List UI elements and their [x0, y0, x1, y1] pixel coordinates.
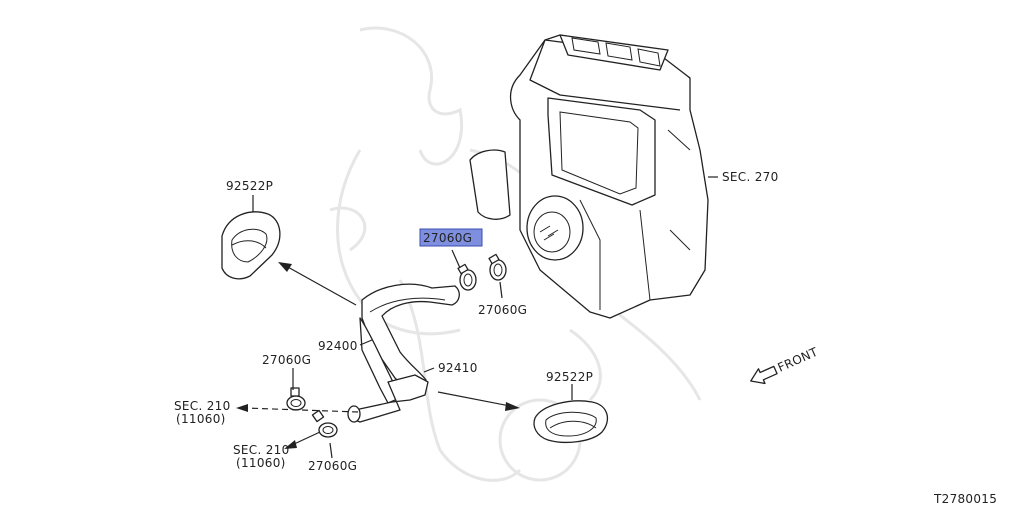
label-sec-210-a-sub[interactable]: (11060)	[176, 412, 226, 426]
diagram-code: T2780015	[933, 492, 997, 506]
clamp-highlight-part	[457, 263, 477, 291]
clamp-highlight-box[interactable]	[419, 228, 483, 247]
label-hose-92400[interactable]: 92400	[318, 339, 358, 353]
clamp-left-lower-part	[311, 409, 338, 438]
label-sec-210-b[interactable]: SEC. 210	[233, 443, 290, 457]
label-grommet-upper[interactable]: 92522P	[226, 179, 273, 193]
clamp-left-upper-part	[286, 387, 306, 411]
grommet-upper-part	[221, 211, 281, 280]
arrows	[236, 262, 520, 449]
label-sec-210-a[interactable]: SEC. 210	[174, 399, 231, 413]
label-sec-270[interactable]: SEC. 270	[722, 170, 779, 184]
heater-unit	[469, 34, 709, 319]
label-sec-210-b-sub[interactable]: (11060)	[236, 456, 286, 470]
label-clamp-left-lower[interactable]: 27060G	[308, 459, 357, 473]
heater-hoses	[347, 283, 460, 423]
label-front: FRONT	[776, 345, 821, 375]
label-grommet-lower[interactable]: 92522P	[546, 370, 593, 384]
leader-lines	[252, 176, 718, 459]
label-clamp-left-upper[interactable]: 27060G	[262, 353, 311, 367]
label-clamp-highlight[interactable]: 27060G	[423, 231, 472, 245]
front-arrow-icon	[750, 365, 778, 385]
clamp-right-part	[488, 253, 507, 281]
label-clamp-right[interactable]: 27060G	[478, 303, 527, 317]
label-hose-92410[interactable]: 92410	[438, 361, 478, 375]
grommet-lower-part	[533, 400, 609, 443]
